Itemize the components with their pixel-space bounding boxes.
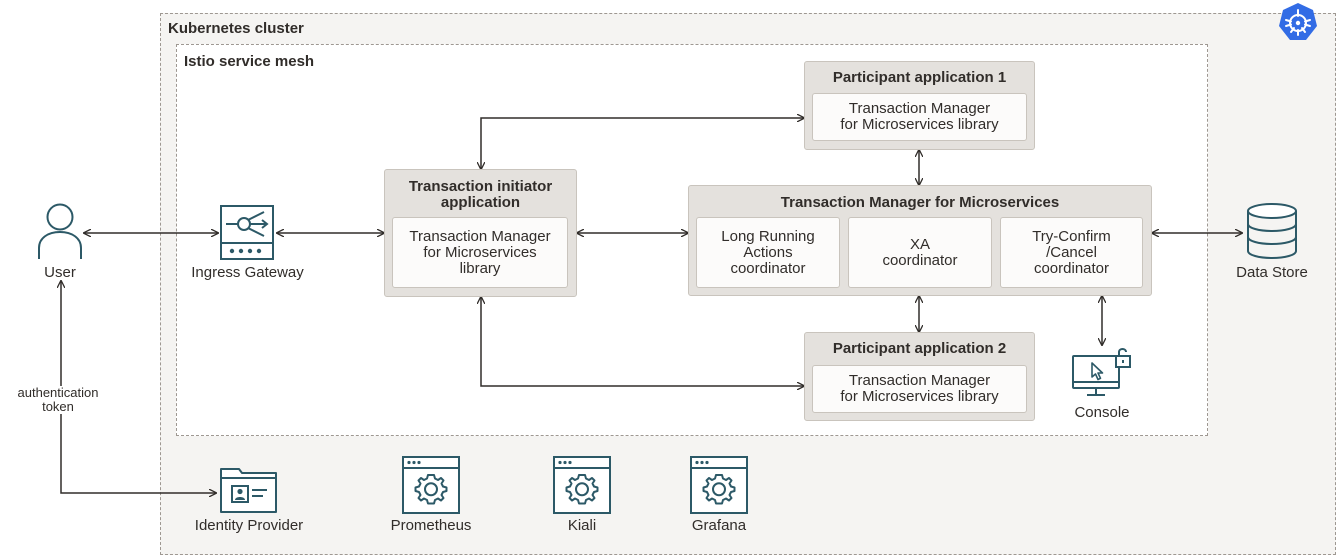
auth-token-label: authentication token xyxy=(8,386,108,414)
console-icon xyxy=(1072,348,1131,396)
participant2-title: Participant application 2 xyxy=(832,340,1007,357)
user-icon xyxy=(38,203,82,259)
participant2-library: Transaction Manager for Microservices li… xyxy=(812,365,1027,413)
ingress-gateway-icon xyxy=(220,205,274,260)
grafana-label: Grafana xyxy=(691,517,747,534)
lra-coordinator: Long Running Actions coordinator xyxy=(696,217,840,288)
database-icon xyxy=(1247,203,1297,259)
identity-provider-icon xyxy=(220,468,277,513)
initiator-participant1-arrow xyxy=(481,118,804,169)
tcc-coordinator: Try-Confirm /Cancel coordinator xyxy=(1000,217,1143,288)
identity-provider-label: Identity Provider xyxy=(194,517,304,534)
console-label: Console xyxy=(1074,404,1130,421)
cluster-title: Kubernetes cluster xyxy=(168,20,304,37)
kiali-icon xyxy=(553,456,611,514)
user-label: User xyxy=(44,264,76,281)
initiator-participant2-arrow xyxy=(481,297,804,386)
prometheus-icon xyxy=(402,456,460,514)
initiator-library: Transaction Manager for Microservices li… xyxy=(392,217,568,288)
initiator-title: Transaction initiator application xyxy=(408,178,553,211)
ingress-gateway-label: Ingress Gateway xyxy=(191,264,304,281)
participant1-library: Transaction Manager for Microservices li… xyxy=(812,93,1027,141)
kubernetes-logo xyxy=(1279,3,1317,40)
kiali-label: Kiali xyxy=(567,517,597,534)
user-identity-arrow xyxy=(61,281,216,493)
xa-coordinator: XA coordinator xyxy=(848,217,992,288)
grafana-icon xyxy=(690,456,748,514)
tmm-title: Transaction Manager for Microservices xyxy=(780,194,1060,211)
participant1-title: Participant application 1 xyxy=(832,69,1007,86)
mesh-title: Istio service mesh xyxy=(184,53,315,70)
data-store-label: Data Store xyxy=(1236,264,1308,281)
prometheus-label: Prometheus xyxy=(390,517,472,534)
